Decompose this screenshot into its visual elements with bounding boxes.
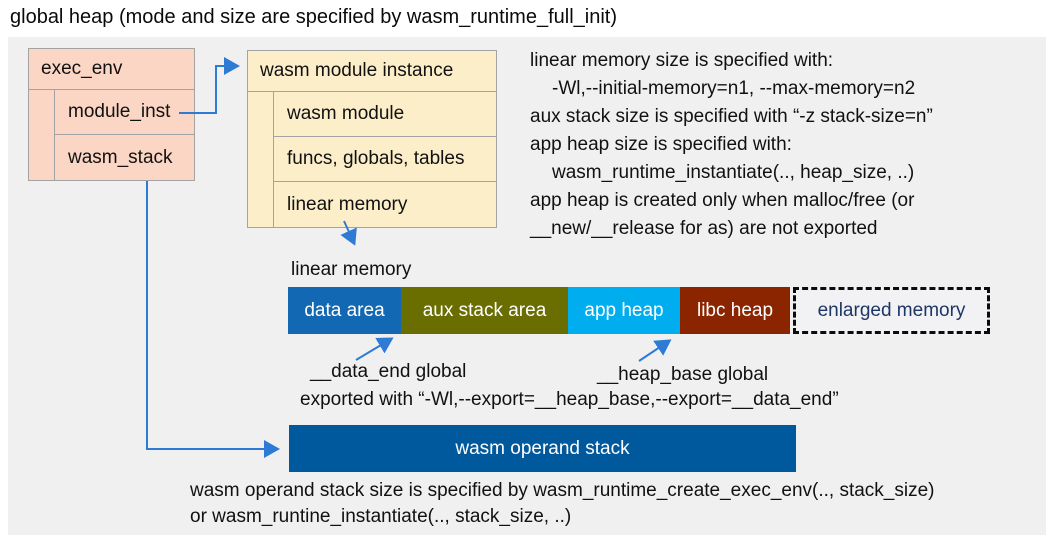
module-instance-header: wasm module instance xyxy=(248,51,496,92)
notes-linear-memory: linear memory size is specified with: -W… xyxy=(530,47,1042,243)
note-line: or wasm_runtine_instantiate(.., stack_si… xyxy=(190,506,572,527)
module-instance-row-linear-memory: linear memory xyxy=(287,193,408,215)
module-instance-rows: wasm module funcs, globals, tables linea… xyxy=(273,92,496,227)
exec-env-box: exec_env module_inst wasm_stack xyxy=(28,48,195,181)
module-instance-box: wasm module instance wasm module funcs, … xyxy=(247,50,497,228)
linear-memory-bar: data area aux stack area app heap libc h… xyxy=(288,287,990,334)
exec-env-row-wasm-stack: wasm_stack xyxy=(68,146,173,168)
segment-aux-stack-area: aux stack area xyxy=(401,287,568,334)
exported-flags-label: exported with “-Wl,--export=__heap_base,… xyxy=(300,389,839,410)
segment-libc-heap: libc heap xyxy=(680,287,790,334)
segment-data-area: data area xyxy=(288,287,401,334)
note-line: aux stack size is specified with “-z sta… xyxy=(530,106,933,127)
exec-env-header: exec_env xyxy=(29,49,194,90)
module-instance-row-funcs-globals-tables: funcs, globals, tables xyxy=(274,137,496,182)
segment-app-heap: app heap xyxy=(568,287,680,334)
note-line: __new/__release for as) are not exported xyxy=(530,218,878,239)
linear-memory-label: linear memory xyxy=(291,259,412,280)
note-line: app heap size is specified with: xyxy=(530,134,792,155)
exec-env-row-module-inst: module_inst xyxy=(55,90,194,135)
module-instance-row-wasm-module: wasm module xyxy=(274,92,496,137)
heap-base-global-label: __heap_base global xyxy=(597,364,769,385)
note-line: linear memory size is specified with: xyxy=(530,50,834,71)
note-line: wasm operand stack size is specified by … xyxy=(190,480,935,501)
wasm-operand-stack-bar: wasm operand stack xyxy=(289,425,796,472)
note-line: -Wl,--initial-memory=n1, --max-memory=n2 xyxy=(552,78,916,99)
notes-operand-stack: wasm operand stack size is specified by … xyxy=(190,478,1050,530)
data-end-global-label: __data_end global xyxy=(310,361,467,382)
note-line: app heap is created only when malloc/fre… xyxy=(530,190,915,211)
note-line: wasm_runtime_instantiate(.., heap_size, … xyxy=(552,162,915,183)
segment-enlarged-memory: enlarged memory xyxy=(793,287,990,334)
exec-env-rows: module_inst wasm_stack xyxy=(54,90,194,180)
page-title: global heap (mode and size are specified… xyxy=(10,6,617,28)
